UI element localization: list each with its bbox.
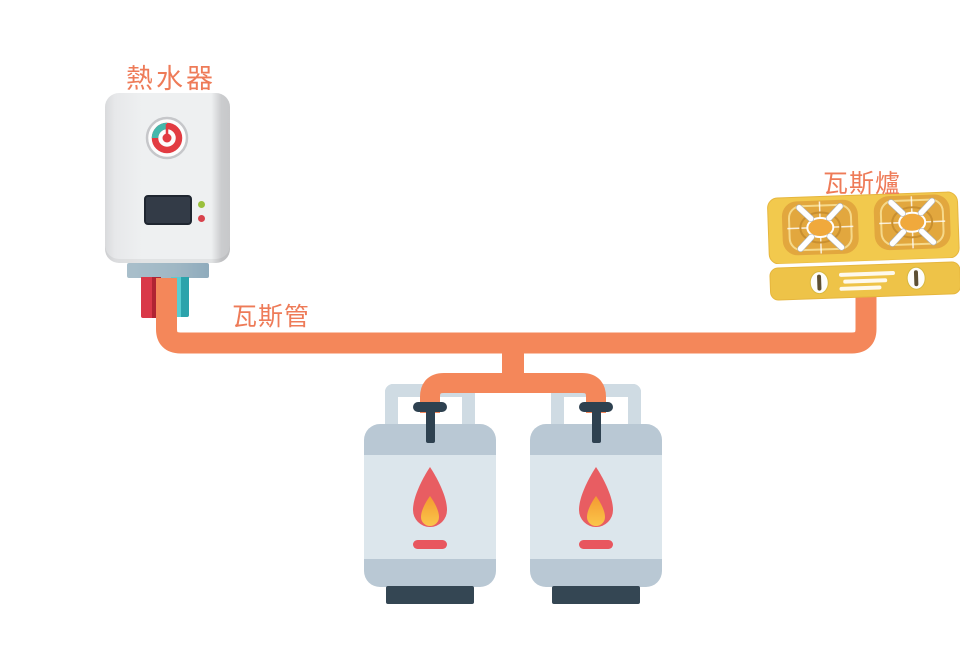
heater-display-screen [144,195,192,225]
gas-stove-label: 瓦斯爐 [823,169,902,198]
flame-icon [413,467,447,527]
cylinder-bottom [530,559,662,587]
gas-stove [767,191,960,301]
flame-dash-1 [413,540,447,549]
gas-pipe-label: 瓦斯管 [232,302,311,331]
flame-dash-2 [579,540,613,549]
knob-left-icon [809,271,829,295]
hot-water-pipe [141,277,161,318]
red-led-icon [198,215,205,222]
knob-right-icon [906,266,926,290]
valve-stem-2 [592,402,601,443]
valve-stem-1 [426,402,435,443]
cylinder-foot-1 [386,586,474,604]
heater-base [127,263,209,278]
gauge-teal-arc [151,122,168,139]
burner-right-icon [873,194,951,251]
cylinder-bottom [364,559,496,587]
burner-left-icon [781,199,859,256]
flame-icon [579,467,613,527]
green-led-icon [198,201,205,208]
cold-water-pipe [171,277,189,317]
stove-vent-lines [838,271,895,291]
gauge-icon [145,116,189,160]
stove-divider-line [772,257,957,268]
cylinder-foot-2 [552,586,640,604]
water-heater-label: 熱水器 [126,64,216,95]
